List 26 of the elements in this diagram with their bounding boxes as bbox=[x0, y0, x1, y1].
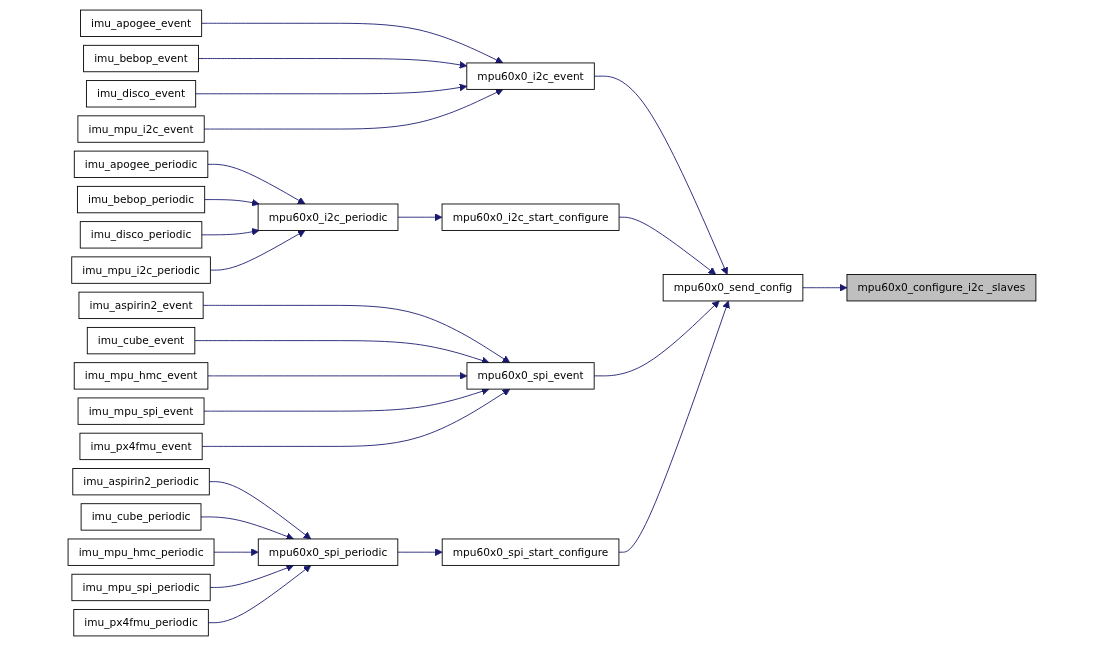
node-box: imu_mpu_spi_periodic bbox=[71, 573, 211, 601]
node-box: imu_mpu_i2c_event bbox=[77, 114, 205, 143]
node-box: imu_apogee_event bbox=[80, 9, 203, 37]
node-box: imu_apogee_periodic bbox=[73, 150, 209, 178]
node-box: imu_aspirin2_event bbox=[78, 291, 204, 319]
node-box: imu_mpu_spi_event bbox=[77, 397, 205, 425]
node-box: mpu60x0_configure_i2c _slaves bbox=[846, 273, 1037, 301]
node-box: imu_mpu_hmc_event bbox=[73, 361, 209, 390]
node-box: imu_disco_periodic bbox=[79, 220, 203, 248]
node-box: mpu60x0_spi_periodic bbox=[257, 538, 399, 566]
node-box: mpu60x0_i2c_start_configure bbox=[441, 203, 620, 231]
node-box: imu_bebop_event bbox=[83, 44, 199, 72]
node-box: mpu60x0_send_config bbox=[662, 273, 804, 301]
node-box: imu_px4fmu_event bbox=[79, 432, 203, 460]
node-box: mpu60x0_i2c_event bbox=[466, 62, 595, 90]
node-box: imu_mpu_i2c_periodic bbox=[71, 255, 211, 284]
node-box: mpu60x0_spi_start_configure bbox=[441, 538, 620, 566]
node-box: imu_disco_event bbox=[86, 79, 197, 107]
node-box: imu_mpu_hmc_periodic bbox=[67, 538, 215, 566]
node-box: imu_px4fmu_periodic bbox=[73, 608, 209, 636]
node-box: imu_aspirin2_periodic bbox=[72, 467, 210, 495]
node-box: imu_cube_event bbox=[86, 326, 196, 354]
node-box: mpu60x0_spi_event bbox=[466, 361, 595, 390]
node-box: imu_cube_periodic bbox=[80, 502, 202, 531]
node-box: mpu60x0_i2c_periodic bbox=[257, 203, 399, 231]
node-box: imu_bebop_periodic bbox=[77, 185, 206, 213]
